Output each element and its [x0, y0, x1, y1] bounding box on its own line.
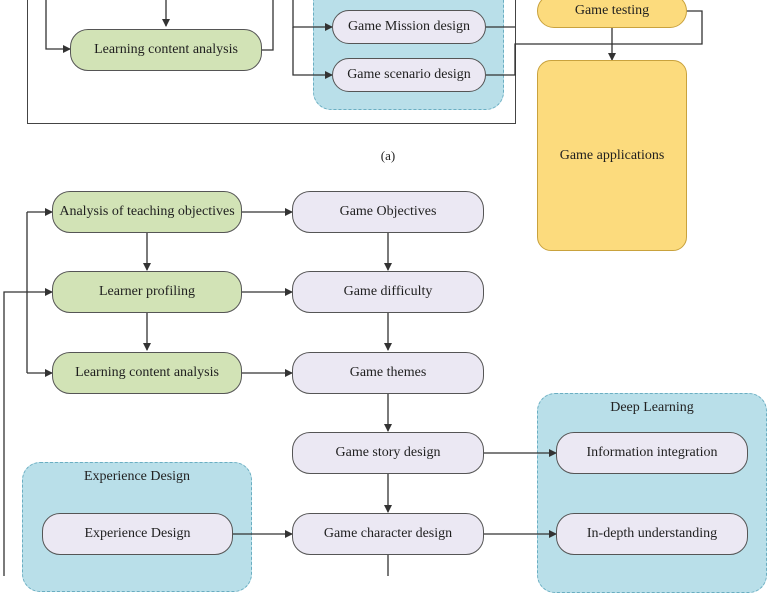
- edge-a-right-branch: [262, 0, 274, 51]
- game-themes-node: Game themes: [292, 352, 484, 394]
- a-game-mission-design-node: Game Mission design: [332, 10, 486, 44]
- edge-a-left-loop: [45, 0, 71, 53]
- experience-design-group-title: Experience Design: [83, 469, 191, 484]
- edge-a-to-mission: [292, 0, 333, 31]
- panel-a-caption: (a): [380, 148, 396, 163]
- experience-design-node: Experience Design: [42, 513, 233, 555]
- a-game-scenario-design-node: Game scenario design: [332, 58, 486, 92]
- game-character-design-node: Game character design: [292, 513, 484, 555]
- edge-a-scenario-out: [486, 43, 612, 76]
- game-objectives-node: Game Objectives: [292, 191, 484, 233]
- learner-profiling-node: Learner profiling: [52, 271, 242, 313]
- edge-feedback-to-learner: [3, 288, 53, 576]
- learning-content-analysis-node: Learning content analysis: [52, 352, 242, 394]
- game-difficulty-node: Game difficulty: [292, 271, 484, 313]
- in-depth-understanding-node: In-depth understanding: [556, 513, 748, 555]
- deep-learning-group: Deep Learning: [537, 393, 767, 593]
- edge-a-testing-loop: [612, 10, 703, 45]
- game-story-design-node: Game story design: [292, 432, 484, 474]
- connector-lines: [3, 0, 703, 576]
- information-integration-node: Information integration: [556, 432, 748, 474]
- a-game-applications-node: Game applications: [537, 60, 687, 251]
- a-learning-content-analysis-node: Learning content analysis: [70, 29, 262, 71]
- a-game-testing-node: Game testing: [537, 0, 687, 28]
- analysis-of-teaching-objectives-node: Analysis of teaching objectives: [52, 191, 242, 233]
- edge-a-to-scenario: [292, 27, 333, 79]
- deep-learning-group-title: Deep Learning: [610, 400, 694, 415]
